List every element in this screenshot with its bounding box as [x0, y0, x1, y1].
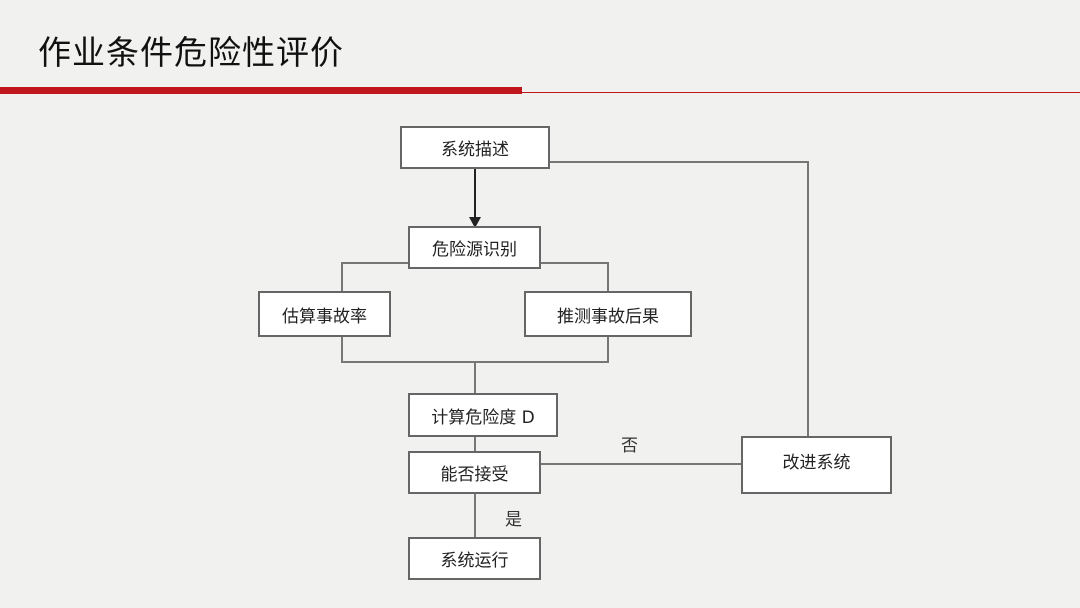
node-infer-consequence: 推测事故后果: [524, 291, 692, 337]
node-improve-system: 改进系统: [741, 436, 892, 494]
node-system-description: 系统描述: [400, 126, 550, 169]
node-compute-risk: 计算危险度 D: [408, 393, 558, 437]
node-estimate-accident-rate: 估算事故率: [258, 291, 391, 337]
slide-title: 作业条件危险性评价: [38, 33, 344, 72]
connector-improve-describe: [550, 161, 809, 436]
arrowhead-icon: [469, 217, 481, 228]
edge-label-yes: 是: [505, 510, 522, 530]
node-acceptable-decision: 能否接受: [408, 451, 541, 494]
node-system-run: 系统运行: [408, 537, 541, 580]
title-divider-line: [522, 92, 1080, 93]
node-hazard-identification: 危险源识别: [408, 226, 541, 269]
title-accent-bar: [0, 87, 522, 94]
connector-merge: [341, 336, 609, 363]
edge-label-no: 否: [621, 436, 638, 456]
